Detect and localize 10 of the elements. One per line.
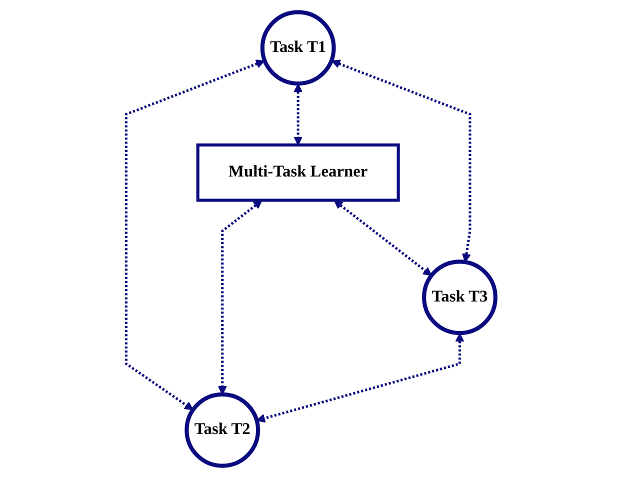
arrow [294, 83, 303, 145]
node-circle: Task T3 [422, 259, 498, 335]
node-box: Multi-Task Learner [196, 142, 400, 202]
arrow [218, 200, 262, 394]
arrow [256, 332, 464, 422]
node-circle: Task T1 [260, 10, 336, 86]
arrow [125, 59, 265, 410]
node-circle: Task T2 [184, 392, 260, 468]
arrow [334, 200, 432, 276]
arrow [332, 59, 472, 262]
